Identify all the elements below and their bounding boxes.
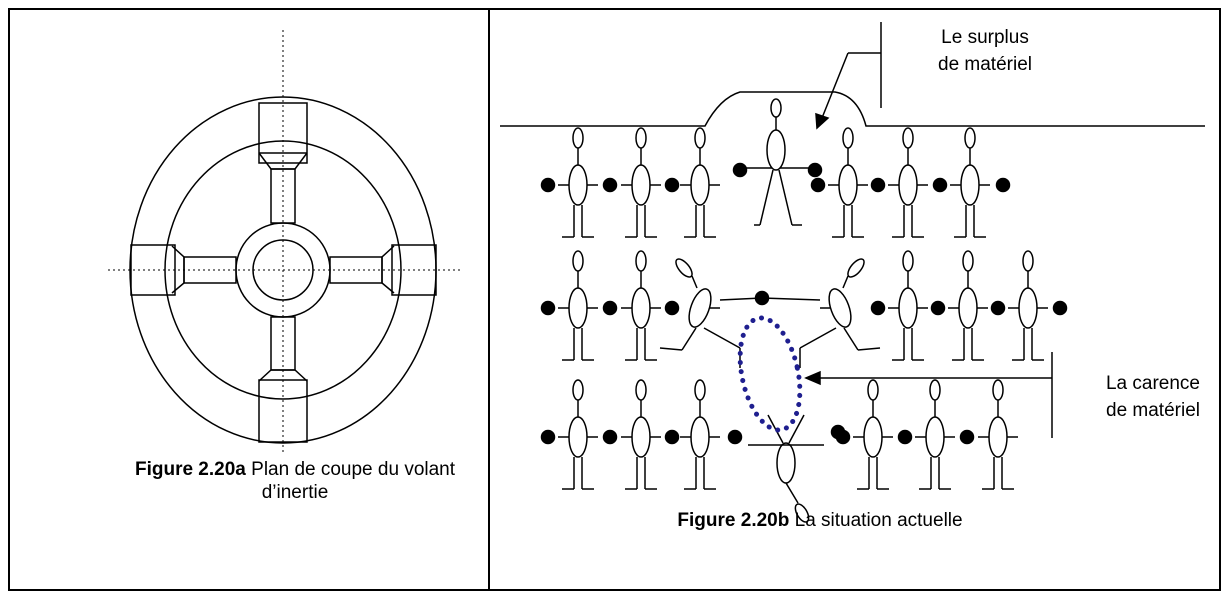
caption-figure-a-number: Figure 2.20a bbox=[134, 459, 246, 480]
label-surplus-line1: Le surplus bbox=[941, 27, 1029, 48]
caption-figure-b-text: La situation actuelle bbox=[794, 510, 963, 531]
label-surplus: Le surplus de matériel bbox=[905, 26, 1065, 76]
caption-figure-a: Figure 2.20a Plan de coupe du volant d’i… bbox=[115, 458, 475, 504]
label-carence: La carence de matériel bbox=[1078, 372, 1228, 422]
label-surplus-line2: de matériel bbox=[938, 54, 1032, 75]
caption-figure-b: Figure 2.20b La situation actuelle bbox=[560, 509, 1080, 532]
caption-figure-b-number: Figure 2.20b bbox=[677, 510, 790, 531]
figure-frame bbox=[8, 8, 1221, 591]
panel-divider bbox=[488, 8, 490, 591]
label-carence-line2: de matériel bbox=[1106, 400, 1200, 421]
caption-figure-a-text: Plan de coupe du volant d’inertie bbox=[251, 459, 456, 503]
label-carence-line1: La carence bbox=[1105, 373, 1200, 394]
